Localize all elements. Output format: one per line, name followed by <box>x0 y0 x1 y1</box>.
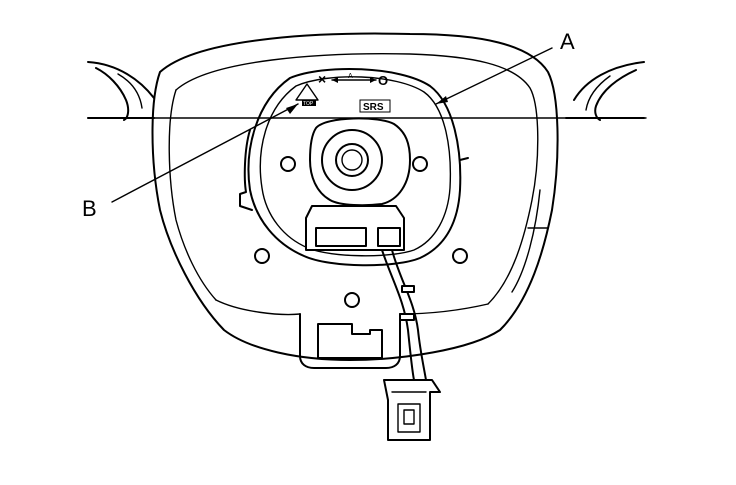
symbol-left: × <box>318 71 326 87</box>
hub-screw-hole-left <box>254 248 270 264</box>
reel-hole-left <box>280 156 296 172</box>
cable-reel <box>239 68 469 267</box>
arrow-right-icon <box>370 77 376 83</box>
srs-label: SRS <box>363 102 384 113</box>
arrow-tick-label: A <box>348 73 353 80</box>
callout-a-label: A <box>560 29 575 54</box>
hub-screw-hole-right <box>452 248 468 264</box>
arrow-left-icon <box>332 77 338 83</box>
bottom-tab <box>299 292 401 369</box>
hub-screw-hole-bottom <box>344 292 360 308</box>
srs-label-box <box>359 99 391 113</box>
wire-harness <box>381 249 441 441</box>
top-label: TOP <box>303 101 314 107</box>
wheel-hub <box>151 32 559 361</box>
top-label-box <box>302 100 316 106</box>
callout-b-label: B <box>82 196 97 221</box>
warning-triangle-icon <box>295 83 319 101</box>
callout-a: A <box>435 29 575 105</box>
alignment-marks: × A O TOP SRS <box>295 71 391 113</box>
reel-hole-right <box>412 156 428 172</box>
symbol-right: O <box>378 73 388 88</box>
callout-b: B <box>82 103 299 221</box>
right-spoke <box>565 61 645 121</box>
left-spoke <box>87 61 155 121</box>
